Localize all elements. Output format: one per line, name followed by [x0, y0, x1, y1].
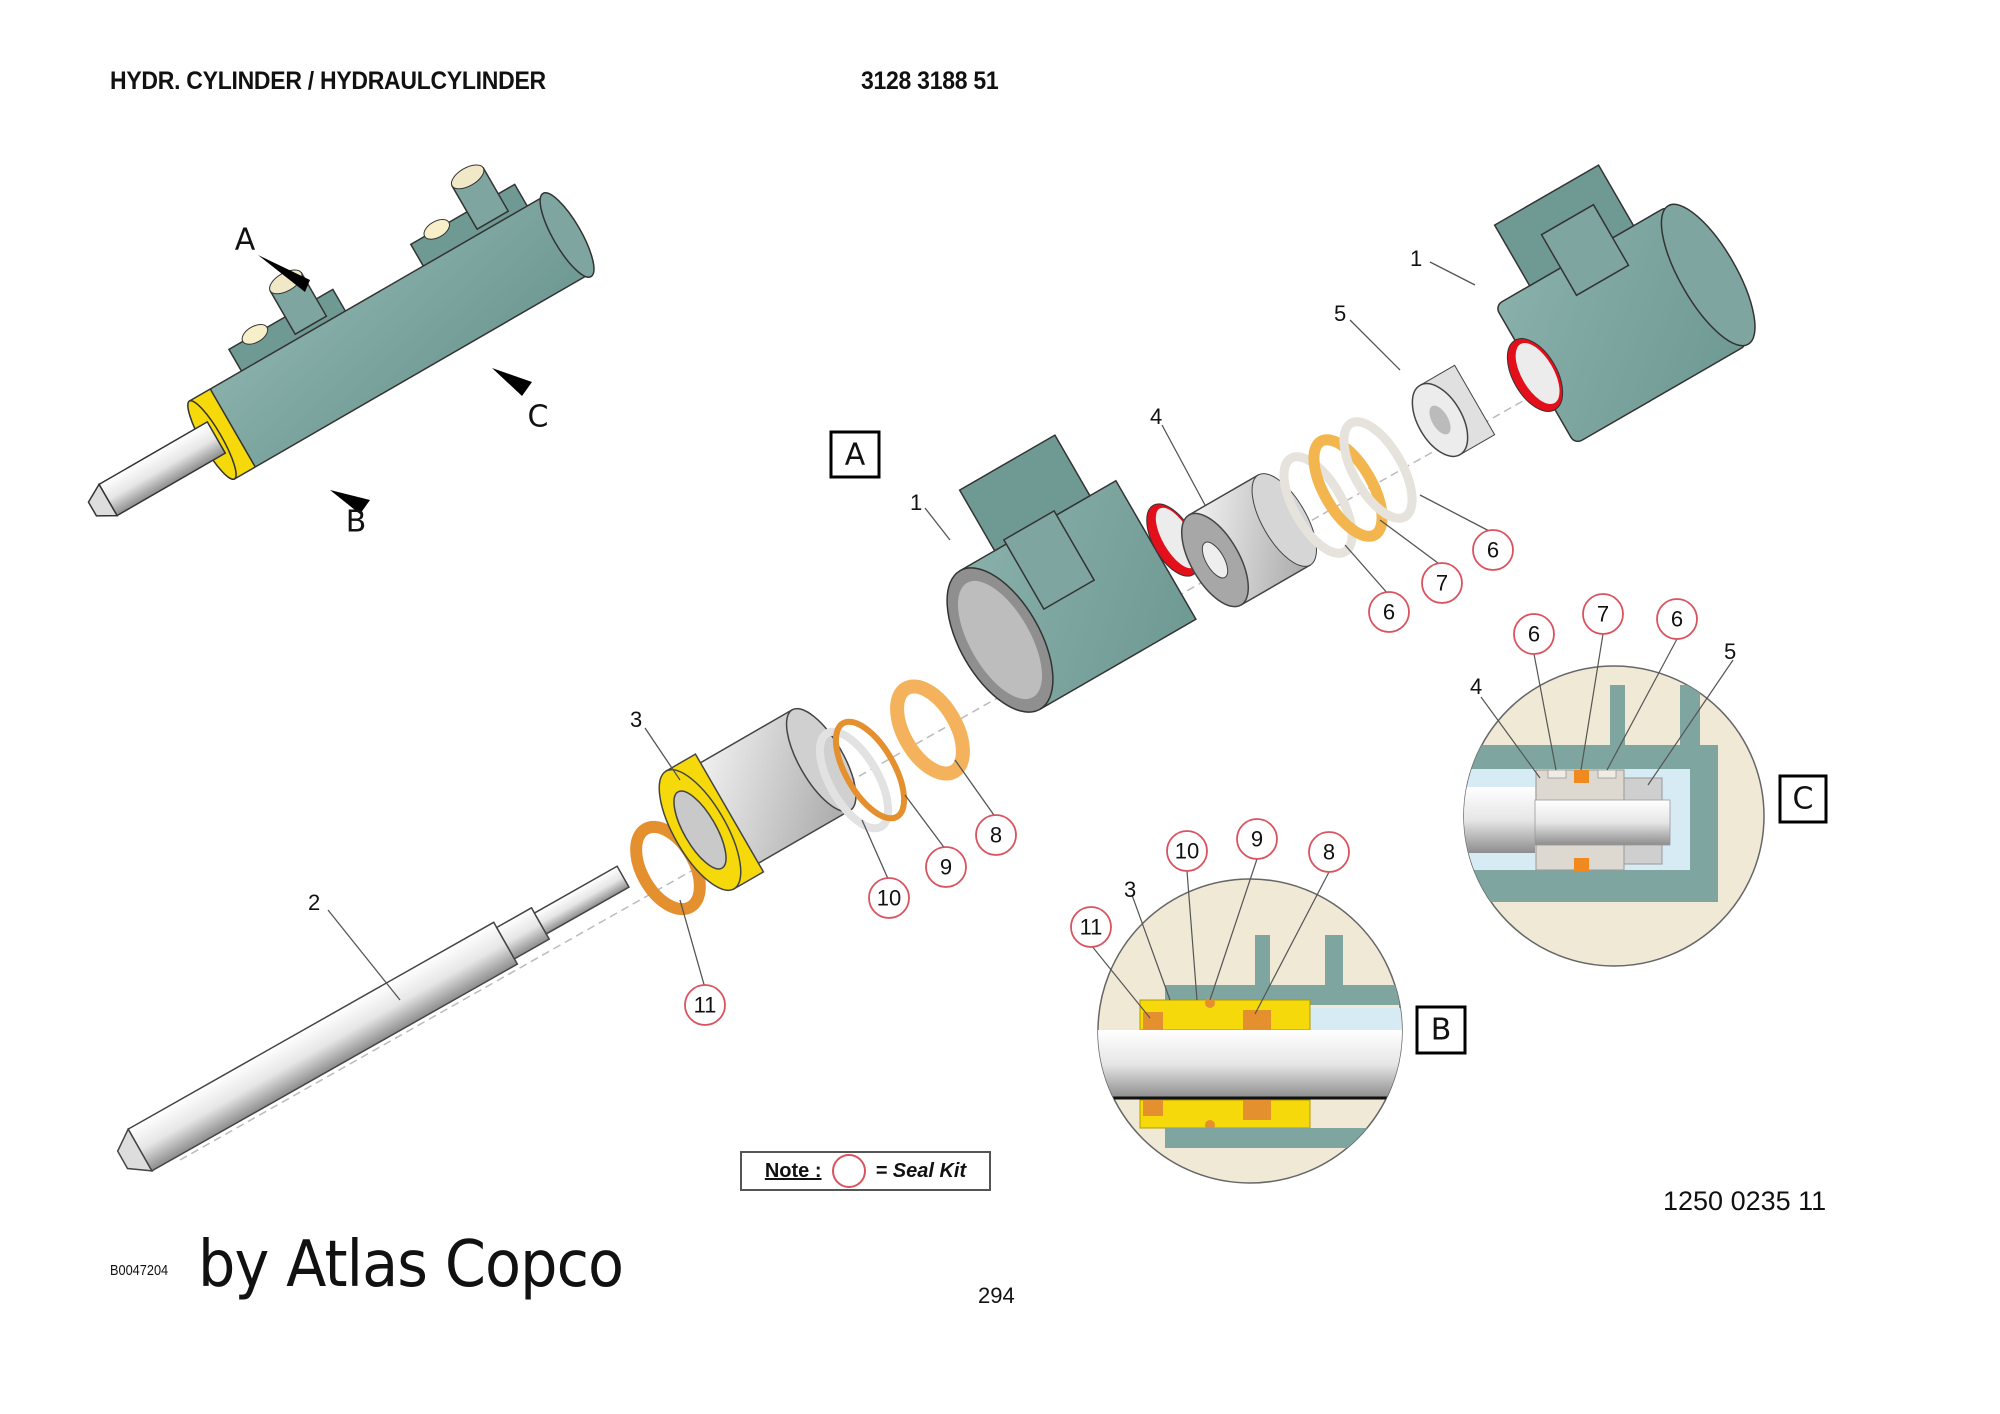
- part-label-3: 3: [630, 707, 642, 732]
- part-label-2: 2: [308, 890, 320, 915]
- view-marker-a: A: [235, 223, 256, 258]
- nut: [1411, 364, 1496, 458]
- view-a-label: A: [845, 438, 866, 473]
- seal-6-a: [1279, 452, 1357, 558]
- page-title: HYDR. CYLINDER / HYDRAULCYLINDER: [110, 67, 546, 95]
- seal-7: [1308, 434, 1388, 542]
- seal-kit-callouts: 6 7 6 8 9 10 11: [684, 529, 1514, 1026]
- view-b-arrow-icon: [330, 490, 370, 514]
- seal-9: [832, 718, 908, 822]
- detail-b-seal-11: 11: [1080, 915, 1103, 940]
- seal-label-6: 6: [1383, 600, 1395, 625]
- view-a-arrow-icon: [258, 255, 310, 292]
- seal-6-b: [1339, 417, 1417, 523]
- part-number: 3128 3188 51: [861, 67, 999, 95]
- piston: [1180, 473, 1318, 608]
- seal-label-9: 9: [940, 855, 952, 880]
- detail-b-seal-9: 9: [1251, 827, 1263, 852]
- detail-c-seal-6: 6: [1671, 607, 1683, 632]
- view-a-box: [829, 430, 881, 479]
- note-label: Note :: [764, 1159, 822, 1182]
- detail-b-seal-10: 10: [1175, 839, 1199, 864]
- seal-8: [890, 679, 970, 781]
- image-id: B0047204: [110, 1262, 169, 1279]
- seal-label-10: 10: [877, 886, 901, 911]
- part-label-1-front: 1: [910, 490, 922, 515]
- seal-label-11: 11: [694, 993, 717, 1018]
- detail-c-part-5: 5: [1724, 639, 1736, 664]
- note-text: = Seal Kit: [875, 1159, 967, 1182]
- piston-rod: [116, 865, 630, 1172]
- view-marker-c: C: [528, 400, 549, 435]
- seal-label-6: 6: [1487, 538, 1499, 563]
- detail-c-seal-7: 7: [1597, 602, 1609, 627]
- detail-b-seal-8: 8: [1323, 840, 1335, 865]
- seal-kit-circle-icon: [831, 1154, 866, 1188]
- detail-c-seal-6: 6: [1528, 622, 1540, 647]
- detail-c-part-4: 4: [1470, 674, 1482, 699]
- part-label-5: 5: [1334, 301, 1346, 326]
- seal-label-8: 8: [990, 823, 1002, 848]
- page-number: 294: [978, 1283, 1015, 1308]
- document-number: 1250 0235 11: [1663, 1186, 1827, 1216]
- exploded-view-a: [116, 164, 1756, 1172]
- assembled-cylinder-overview: A B C: [87, 164, 595, 540]
- view-c-arrow-icon: [492, 368, 532, 396]
- seal-kit-note: Note : = Seal Kit: [740, 1151, 991, 1191]
- view-b-box: [1415, 1005, 1467, 1055]
- seal-10: [815, 727, 893, 833]
- view-b-label: B: [1431, 1013, 1452, 1048]
- view-c-label: C: [1793, 782, 1814, 817]
- cylinder-body-rear: [1493, 164, 1756, 443]
- detail-c: C 4 5 6 7 6: [1463, 593, 1828, 967]
- brand-text: by Atlas Copco: [198, 1228, 624, 1302]
- part-label-1-rear: 1: [1410, 246, 1422, 271]
- seal-label-7: 7: [1436, 571, 1448, 596]
- view-c-box: [1778, 774, 1828, 824]
- part-label-4: 4: [1150, 404, 1162, 429]
- view-marker-b: B: [346, 505, 367, 540]
- detail-b-part-3: 3: [1124, 877, 1136, 902]
- detail-b: B 3 11 10 9 8: [1070, 818, 1467, 1184]
